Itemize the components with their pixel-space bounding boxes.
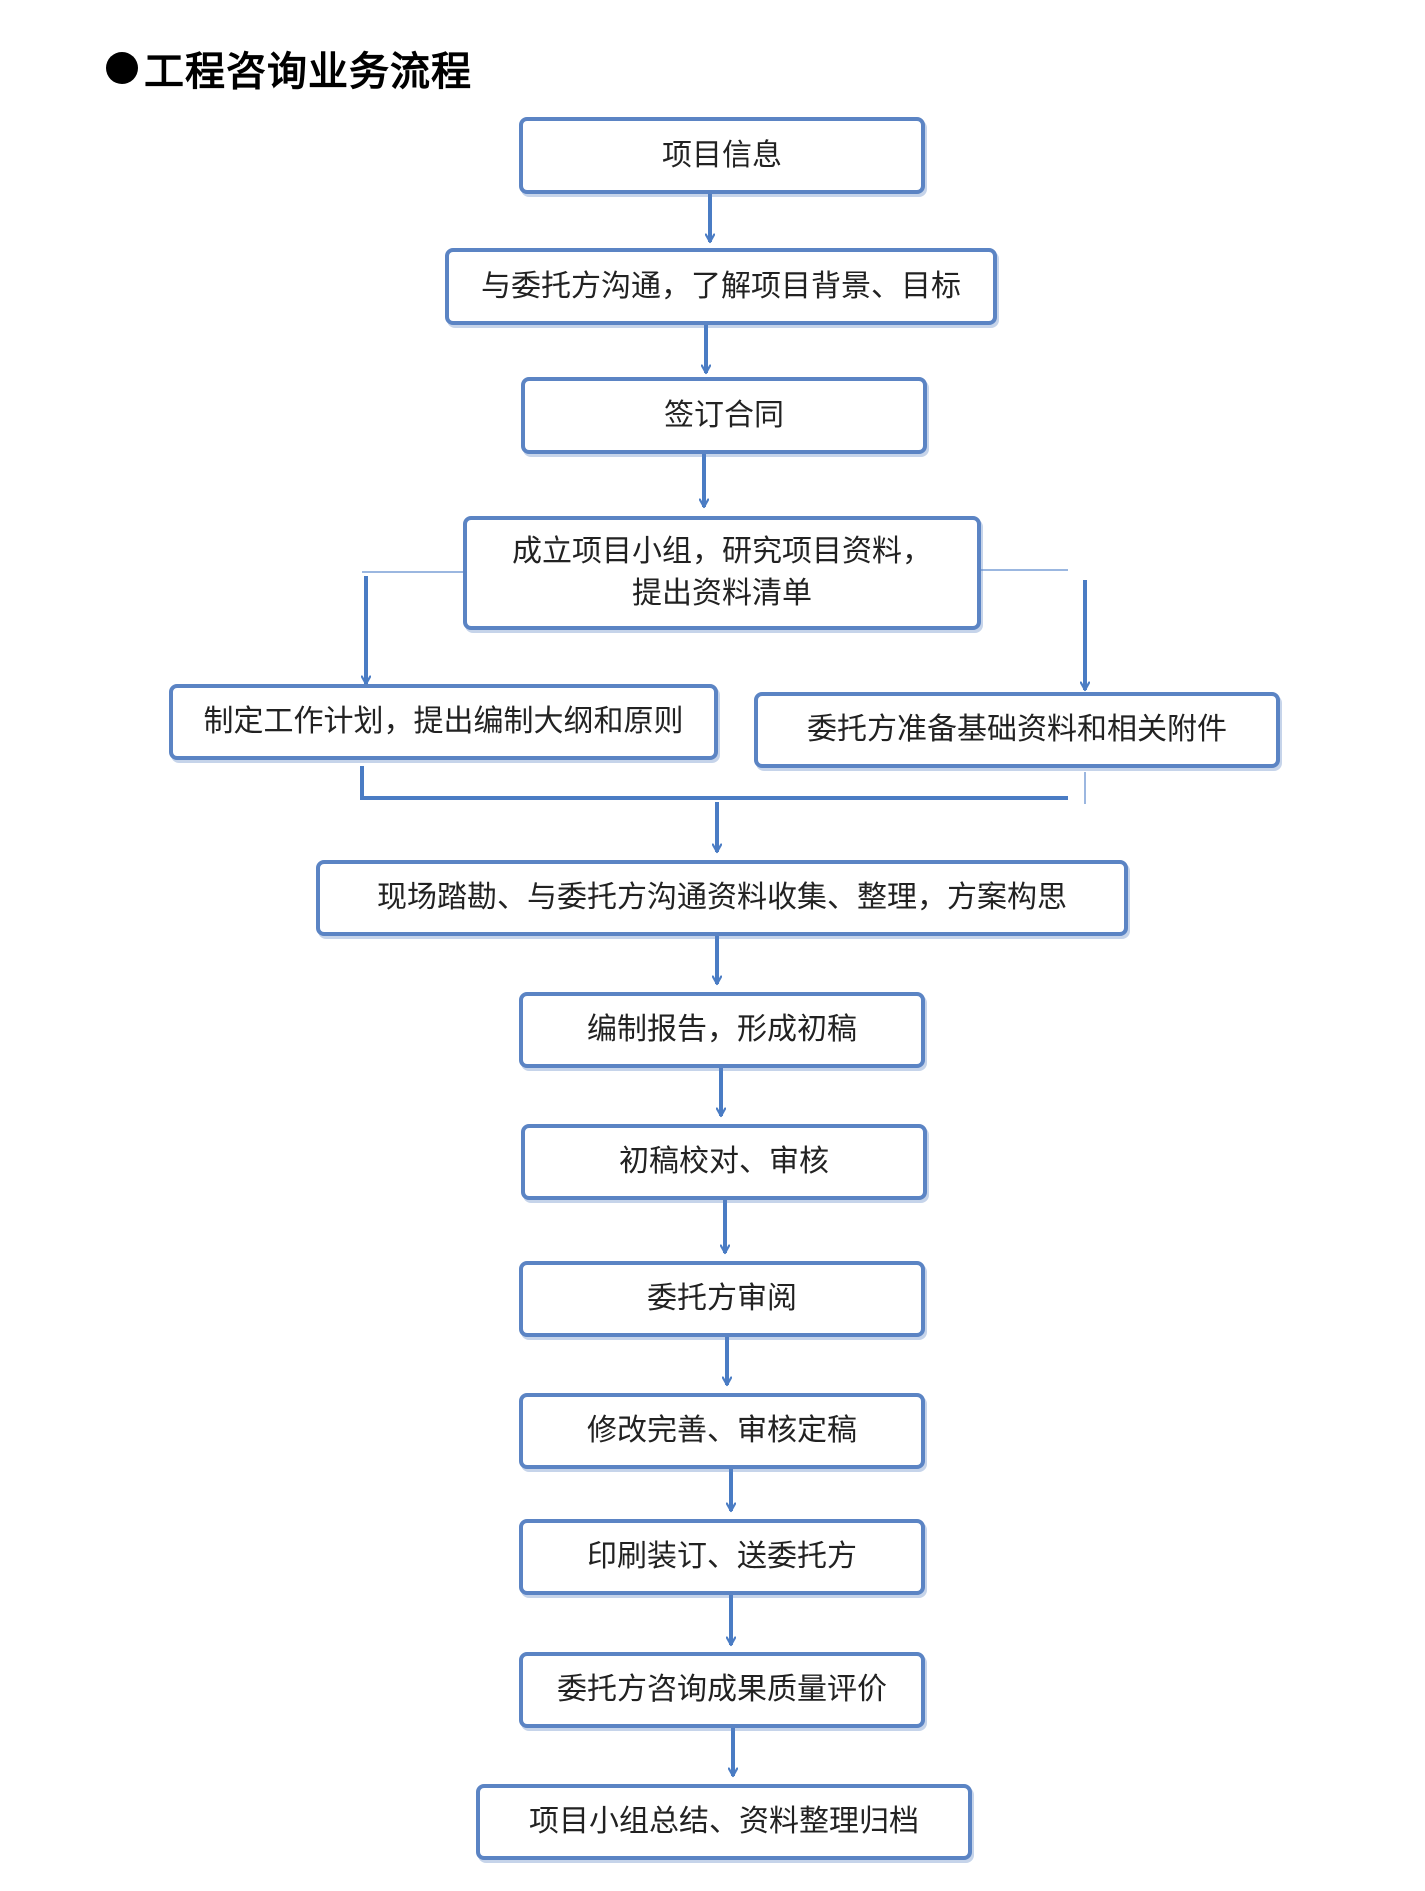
node-quality-evaluation: 委托方咨询成果质量评价 (519, 1652, 925, 1728)
node-label: 成立项目小组，研究项目资料， 提出资料清单 (512, 534, 932, 611)
node-draft-report: 编制报告，形成初稿 (519, 992, 925, 1068)
node-sign-contract: 签订合同 (521, 377, 927, 454)
node-label: 委托方审阅 (647, 1281, 797, 1316)
node-revise-finalize: 修改完善、审核定稿 (519, 1393, 925, 1469)
node-label: 签订合同 (664, 397, 784, 433)
page-title: 工程咨询业务流程 (106, 40, 472, 96)
node-label: 印刷装订、送委托方 (587, 1539, 857, 1574)
node-label: 委托方咨询成果质量评价 (557, 1672, 887, 1707)
bullet-icon (106, 52, 138, 84)
node-project-info: 项目信息 (519, 117, 925, 194)
node-label: 项目信息 (662, 137, 782, 173)
node-site-survey: 现场踏勘、与委托方沟通资料收集、整理，方案构思 (316, 860, 1128, 936)
node-label: 编制报告，形成初稿 (587, 1012, 857, 1047)
node-label: 制定工作计划，提出编制大纲和原则 (203, 704, 684, 739)
node-summary-archive: 项目小组总结、资料整理归档 (476, 1784, 972, 1860)
node-label: 修改完善、审核定稿 (587, 1413, 857, 1448)
node-label: 委托方准备基础资料和相关附件 (807, 712, 1227, 747)
node-work-plan: 制定工作计划，提出编制大纲和原则 (169, 684, 718, 760)
node-label: 初稿校对、审核 (619, 1144, 829, 1179)
page-title-text: 工程咨询业务流程 (144, 49, 472, 95)
node-communicate-client: 与委托方沟通，了解项目背景、目标 (445, 248, 997, 325)
node-form-team: 成立项目小组，研究项目资料， 提出资料清单 (463, 516, 981, 630)
node-label: 与委托方沟通，了解项目背景、目标 (481, 268, 961, 304)
node-client-review: 委托方审阅 (519, 1261, 925, 1337)
node-label: 项目小组总结、资料整理归档 (529, 1804, 919, 1839)
node-proofread: 初稿校对、审核 (521, 1124, 927, 1200)
node-label: 现场踏勘、与委托方沟通资料收集、整理，方案构思 (377, 880, 1067, 915)
node-print-deliver: 印刷装订、送委托方 (519, 1519, 925, 1595)
merge-line (360, 766, 1068, 800)
node-client-materials: 委托方准备基础资料和相关附件 (754, 692, 1280, 768)
